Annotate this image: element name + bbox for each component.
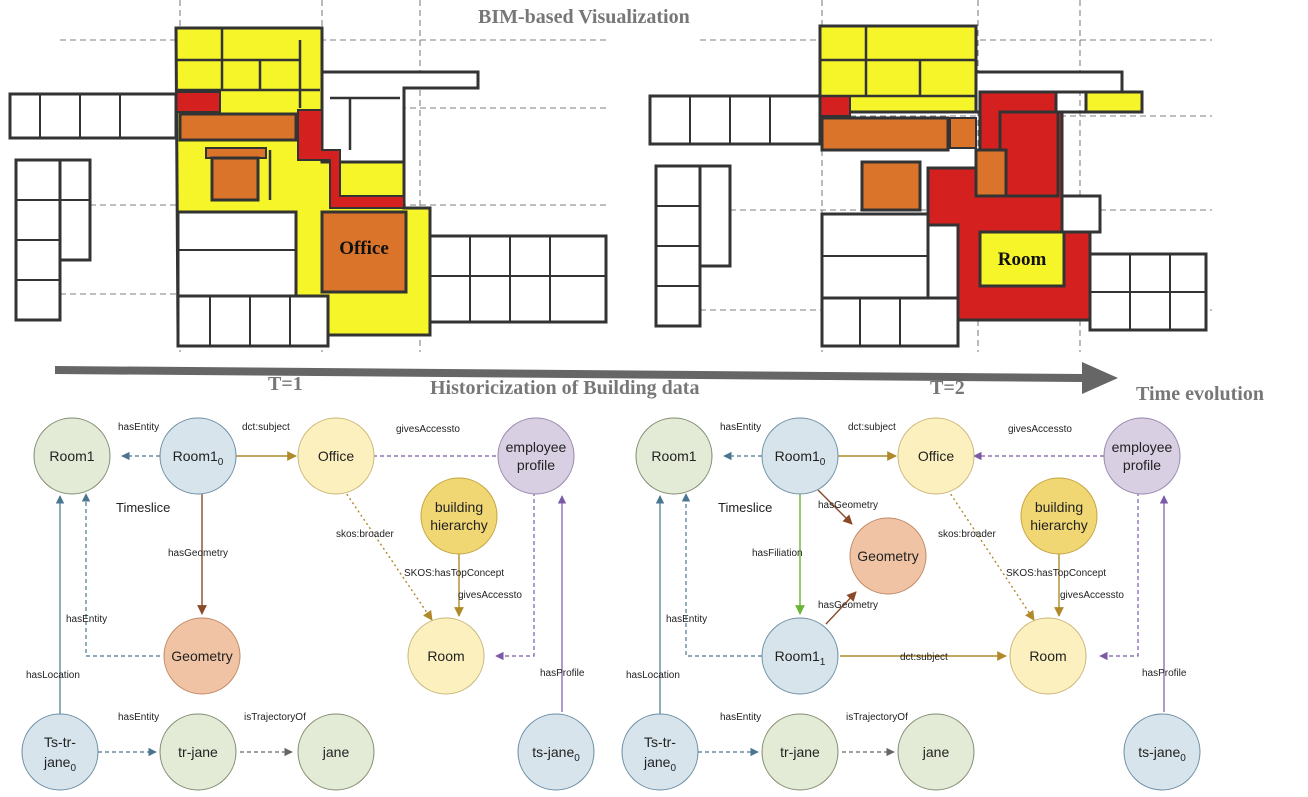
time-evolution-label: Time evolution	[1136, 383, 1264, 405]
svg-text:ts-jane0: ts-jane0	[1138, 744, 1186, 764]
node-tr-jane-t2: tr-jane	[761, 713, 839, 791]
edge-label-hasgeometry-2: hasGeometry	[818, 500, 878, 511]
timeslice-label-1: Timeslice	[116, 500, 170, 515]
svg-text:profile: profile	[1123, 457, 1161, 473]
svg-text:tr-jane: tr-jane	[780, 744, 820, 760]
svg-text:ts-jane0: ts-jane0	[532, 744, 580, 764]
node-room1: Room1	[33, 417, 111, 495]
node-employee-profile-t2: employee profile	[1103, 417, 1181, 495]
svg-text:employee: employee	[1112, 439, 1173, 455]
edge-label-hasgeometry-3: hasGeometry	[818, 600, 878, 611]
node-ts-jane-t2: ts-jane0	[1123, 713, 1201, 791]
node-building-hierarchy: building hierarchy	[420, 477, 498, 555]
floor-plan-t1: Office	[8, 0, 610, 352]
node-geometry-t2: Geometry	[849, 517, 927, 595]
edge-label-hasentity-3: hasEntity	[118, 712, 159, 723]
svg-text:Room: Room	[1029, 648, 1066, 664]
svg-text:jane: jane	[922, 744, 950, 760]
edge-label-hasprofile-2: hasProfile	[1142, 668, 1187, 679]
edge-label-skostopconcept-1: SKOS:hasTopConcept	[404, 568, 504, 579]
edge-label-haslocation-2: hasLocation	[626, 670, 680, 681]
node-geometry: Geometry	[163, 617, 241, 695]
node-jane-t2: jane	[897, 713, 975, 791]
edge-label-skosbroader-1: skos:broader	[336, 529, 394, 540]
edge-label-hasentity-1: hasEntity	[118, 422, 159, 433]
edge-label-givesaccessto-4: givesAccessto	[1060, 590, 1124, 601]
edge-label-dctsubject-2: dct:subject	[848, 422, 896, 433]
floor-plan-t2: Room	[648, 0, 1212, 352]
svg-text:jane: jane	[322, 744, 350, 760]
edge-label-istrajectoryof-2: isTrajectoryOf	[846, 712, 908, 723]
node-room: Room	[407, 617, 485, 695]
svg-text:Office: Office	[918, 448, 955, 464]
svg-text:Ts-tr-: Ts-tr-	[644, 734, 676, 750]
plan-label-room: Room	[998, 249, 1047, 270]
timeslice-label-2: Timeslice	[718, 500, 772, 515]
edge-label-skostopconcept-2: SKOS:hasTopConcept	[1006, 568, 1106, 579]
edge-label-haslocation-1: hasLocation	[26, 670, 80, 681]
svg-text:employee: employee	[506, 439, 567, 455]
edge-label-givesaccessto-2: givesAccessto	[458, 590, 522, 601]
svg-text:building: building	[1035, 499, 1083, 515]
plan-label-office: Office	[339, 238, 389, 259]
edge-label-istrajectoryof-1: isTrajectoryOf	[244, 712, 306, 723]
edge-label-hasentity-5: hasEntity	[666, 614, 707, 625]
node-room1-1-t2: Room11	[761, 617, 839, 695]
svg-text:tr-jane: tr-jane	[178, 744, 218, 760]
node-room1-0: Room10	[159, 417, 237, 495]
t2-label: T=2	[930, 377, 965, 399]
svg-text:hierarchy: hierarchy	[430, 517, 488, 533]
graph-t2: hasEntity dct:subject givesAccessto hasG…	[621, 417, 1201, 791]
edge-label-hasentity-2: hasEntity	[66, 614, 107, 625]
edge-label-givesaccessto-3: givesAccessto	[1008, 424, 1072, 435]
svg-text:Room10: Room10	[173, 448, 224, 468]
historicization-title: Historicization of Building data	[430, 377, 700, 399]
svg-text:Room: Room	[427, 648, 464, 664]
edge-label-skosbroader-2: skos:broader	[938, 529, 996, 540]
svg-text:Room1: Room1	[651, 448, 696, 464]
svg-text:jane0: jane0	[643, 754, 676, 774]
svg-text:Room10: Room10	[775, 448, 826, 468]
svg-text:Office: Office	[318, 448, 355, 464]
svg-text:building: building	[435, 499, 483, 515]
bim-title: BIM-based Visualization	[478, 6, 690, 28]
svg-text:Room1: Room1	[49, 448, 94, 464]
time-arrow	[55, 362, 1118, 394]
edge-label-hasprofile-1: hasProfile	[540, 668, 585, 679]
svg-text:Geometry: Geometry	[857, 548, 918, 564]
edge-label-hasgeometry-1: hasGeometry	[168, 548, 228, 559]
edge-label-dctsubject-3: dct:subject	[900, 652, 948, 663]
t1-label: T=1	[268, 373, 303, 395]
svg-text:profile: profile	[517, 457, 555, 473]
node-office-t2: Office	[897, 417, 975, 495]
svg-text:jane0: jane0	[43, 754, 76, 774]
node-room1-0-t2: Room10	[761, 417, 839, 495]
node-room-t2: Room	[1009, 617, 1087, 695]
node-room1-t2: Room1	[635, 417, 713, 495]
node-building-hierarchy-t2: building hierarchy	[1020, 477, 1098, 555]
node-ts-jane: ts-jane0	[517, 713, 595, 791]
edge-label-hasentity-6: hasEntity	[720, 712, 761, 723]
node-employee-profile: employee profile	[497, 417, 575, 495]
svg-text:Ts-tr-: Ts-tr-	[44, 734, 76, 750]
graph-t1: hasEntity dct:subject givesAccessto hasG…	[21, 417, 595, 791]
svg-text:Room11: Room11	[775, 648, 826, 668]
node-jane: jane	[297, 713, 375, 791]
edge-label-givesaccessto-1: givesAccessto	[396, 424, 460, 435]
svg-text:Geometry: Geometry	[171, 648, 232, 664]
node-office: Office	[297, 417, 375, 495]
edge-label-dctsubject-1: dct:subject	[242, 422, 290, 433]
node-ts-tr-jane: Ts-tr-jane0	[21, 713, 99, 791]
edge-label-hasentity-4: hasEntity	[720, 422, 761, 433]
node-ts-tr-jane-t2: Ts-tr-jane0	[621, 713, 699, 791]
edge-label-hasfiliation: hasFiliation	[752, 548, 803, 559]
node-tr-jane: tr-jane	[159, 713, 237, 791]
svg-text:hierarchy: hierarchy	[1030, 517, 1088, 533]
